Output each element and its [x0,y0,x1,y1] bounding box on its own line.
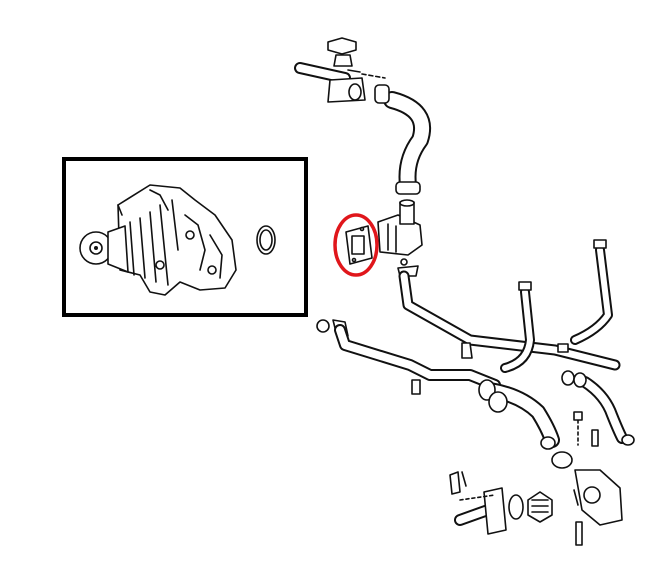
thermostat-cover [449,471,507,535]
water-pump-inset [62,157,308,317]
water-outlet [377,199,423,256]
hose-clamp [374,84,390,104]
water-inlet-housing [551,411,623,546]
pump-o-ring [256,225,276,255]
heater-hose-1 [500,281,535,373]
water-inlet-pipe [316,319,501,395]
upper-hose [374,84,431,195]
bypass-pipe [397,258,621,371]
water-pump [79,184,237,296]
gasket [345,225,373,265]
lower-hose [478,379,560,450]
o-ring [316,319,330,333]
hose-clamp [395,181,421,195]
inset-frame [62,157,308,317]
heater-hose-2 [557,239,613,353]
bypass-hose [561,370,635,446]
thermostat [508,491,553,523]
highlight-circle [333,213,379,277]
radiator-cap-inlet [294,37,386,103]
